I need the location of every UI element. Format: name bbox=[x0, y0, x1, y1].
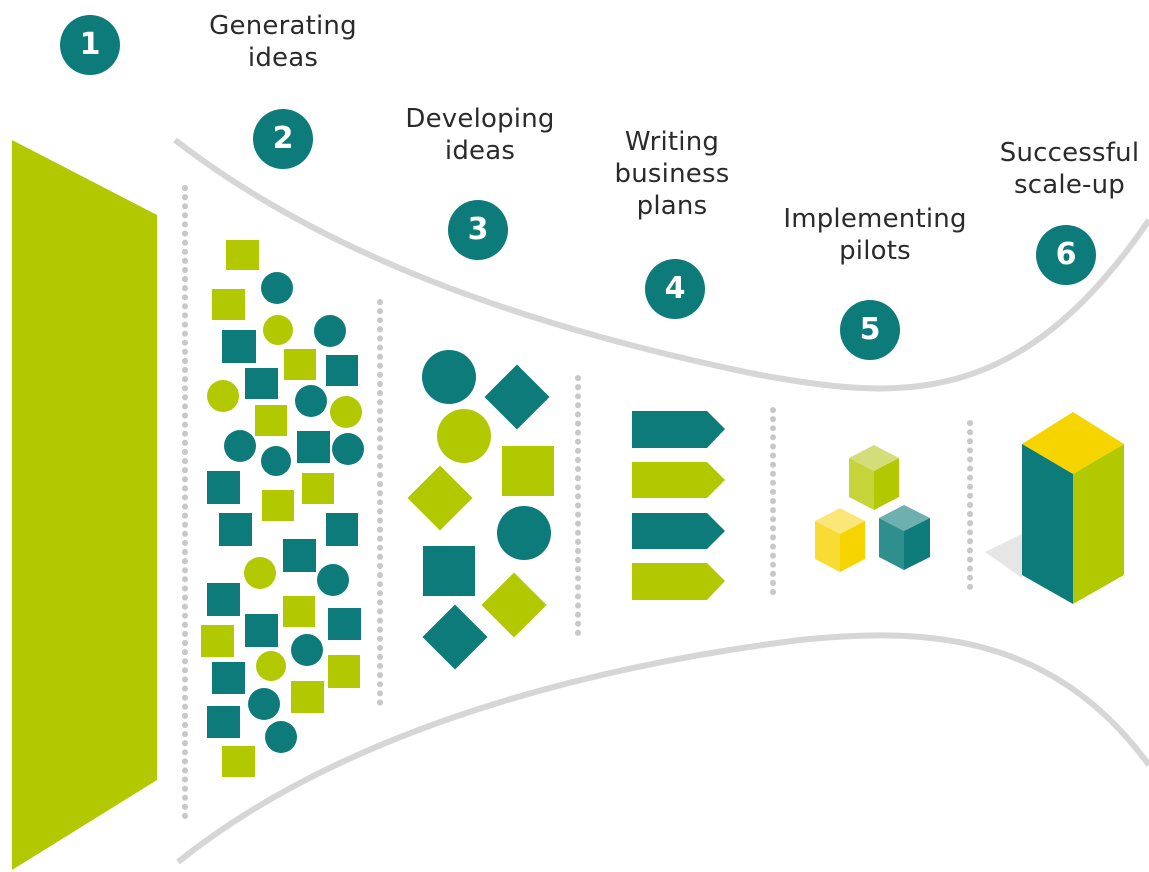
stage-6-label-line-2: scale-up bbox=[1014, 170, 1125, 200]
stage-5-label: Implementing pilots bbox=[770, 203, 980, 267]
stage-6-label-line-1: Successful bbox=[999, 138, 1140, 168]
funnel-top-curve bbox=[173, 137, 1149, 392]
stage-3-label: Developing ideas bbox=[395, 103, 565, 167]
stage-5-label-line-2: pilots bbox=[839, 236, 911, 266]
stage-6-label: Successful scale-up bbox=[990, 137, 1149, 201]
stage-4-number-badge: 4 bbox=[645, 259, 705, 319]
stage-3-label-line-2: ideas bbox=[444, 136, 516, 166]
stage-4-label: Writing business plans bbox=[592, 126, 752, 222]
stage-6-scaleup bbox=[985, 412, 1124, 604]
stage-3-ideas bbox=[407, 350, 554, 670]
stage-4-plans bbox=[632, 411, 725, 600]
stage-3-number-badge: 3 bbox=[448, 200, 508, 260]
stage-3-label-line-1: Developing bbox=[405, 104, 555, 134]
stage-2-label: Generating ideas bbox=[198, 10, 368, 74]
stage-5-number-badge: 5 bbox=[840, 300, 900, 360]
stage-5-pilots bbox=[815, 445, 930, 572]
stage-4-label-line-1: Writing bbox=[624, 127, 720, 157]
stage-2-ideas bbox=[201, 240, 364, 777]
stage-2-number-badge: 2 bbox=[253, 109, 313, 169]
stage-1-wall bbox=[12, 140, 157, 870]
stage-4-label-line-3: plans bbox=[636, 191, 708, 221]
funnel-bottom-curve bbox=[176, 632, 1149, 865]
stage-2-label-line-2: ideas bbox=[247, 43, 319, 73]
stage-6-number-badge: 6 bbox=[1036, 225, 1096, 285]
stage-1-number-badge: 1 bbox=[60, 15, 120, 75]
stage-2-label-line-1: Generating bbox=[209, 11, 357, 41]
stage-4-label-line-2: business bbox=[614, 159, 730, 189]
stage-5-label-line-1: Implementing bbox=[783, 204, 967, 234]
